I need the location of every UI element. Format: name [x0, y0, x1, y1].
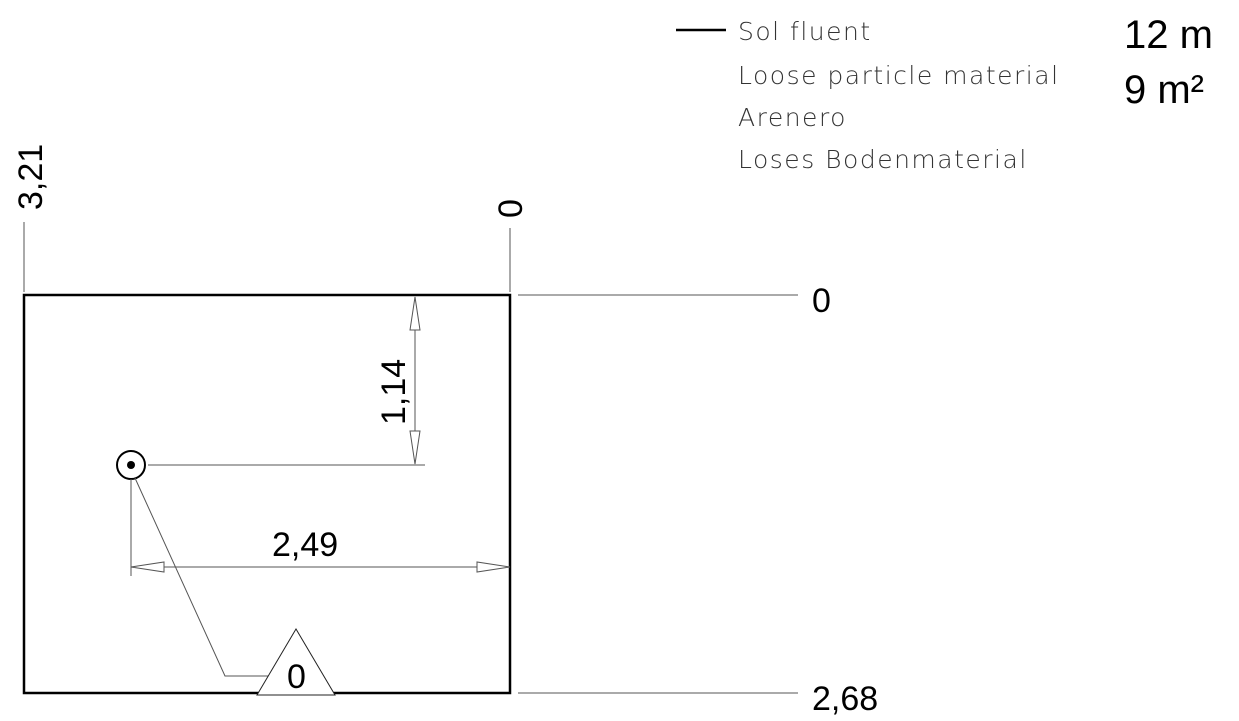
target-point-center [127, 461, 135, 469]
elevation-tag-triangle [256, 628, 336, 696]
vertical-offset-label: 1,14 [375, 359, 413, 425]
top-zero-label: 0 [492, 199, 530, 218]
total-length-label: 12 m [1124, 13, 1213, 57]
left-height-label: 3,21 [12, 144, 50, 210]
total-area-label: 9 m² [1124, 68, 1204, 112]
legend-line-1: Sol fluent [738, 17, 872, 46]
legend-line-4: Loses Bodenmaterial [738, 145, 1028, 174]
legend-line-2: Loose particle material [738, 61, 1060, 90]
horizontal-arrow-left [130, 561, 165, 573]
sandbox-area-outline [22, 293, 512, 695]
horizontal-offset-label: 2,49 [272, 526, 338, 564]
vertical-arrow-top [409, 296, 421, 331]
legend-line-3: Arenero [738, 103, 847, 132]
vertical-arrow-bottom [409, 430, 421, 465]
elevation-tag-label: 0 [287, 658, 306, 696]
right-top-zero-label: 0 [812, 282, 831, 320]
horizontal-arrow-right [476, 561, 511, 573]
tag-leader-line [134, 477, 268, 677]
right-bottom-label: 2,68 [812, 680, 878, 718]
